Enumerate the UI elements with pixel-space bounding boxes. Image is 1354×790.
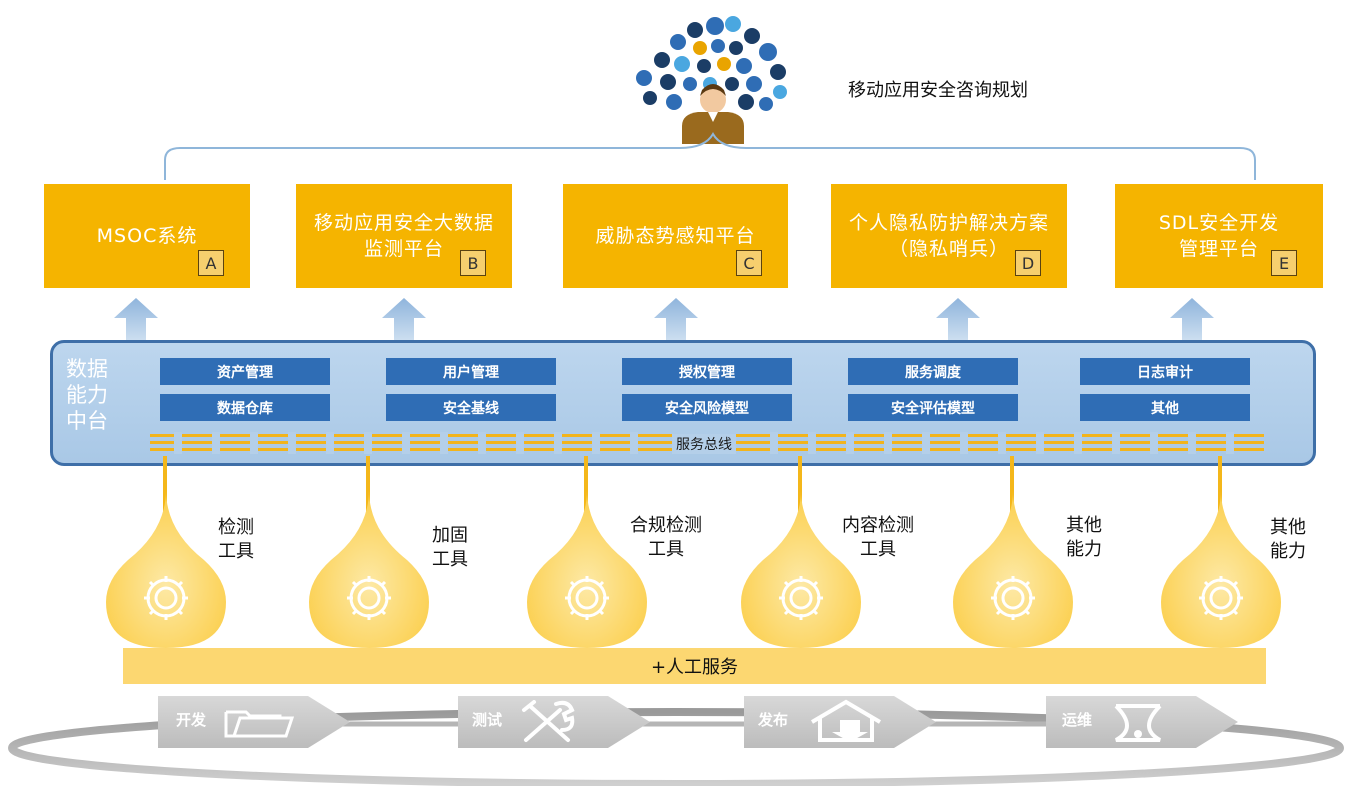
upload-icon [810, 699, 882, 742]
tool-connector [798, 456, 802, 512]
platform-letter: B [460, 250, 486, 276]
up-arrow-icon [382, 298, 426, 342]
phase-label: 测试 [472, 711, 503, 729]
gear-drop-icon [106, 490, 226, 648]
tool-connector [1010, 456, 1014, 512]
bracket-line [164, 132, 1256, 180]
capability-log-audit: 日志审计 [1080, 358, 1250, 385]
platform-threat-awareness: 威胁态势感知平台 C [563, 184, 788, 288]
gear-drop-icon [1161, 490, 1281, 648]
platform-letter: E [1271, 250, 1297, 276]
capability-assessment-model: 安全评估模型 [848, 394, 1018, 421]
platform-privacy: 个人隐私防护解决方案 （隐私哨兵） D [831, 184, 1067, 288]
phase-label: 开发 [176, 711, 207, 729]
maintenance-icon [1114, 704, 1162, 742]
capability-risk-model: 安全风险模型 [622, 394, 792, 421]
person-icon [682, 84, 744, 144]
service-bus-label: 服务总线 [672, 434, 736, 454]
platform-letter: A [198, 250, 224, 276]
app-icon-tree [636, 16, 787, 144]
capability-security-baseline: 安全基线 [386, 394, 556, 421]
lifecycle-ring [8, 708, 1344, 786]
gear-drop-icon [309, 490, 429, 648]
phase-ops [1046, 696, 1238, 748]
top-title: 移动应用安全咨询规划 [848, 80, 1028, 101]
capability-auth-mgmt: 授权管理 [622, 358, 792, 385]
capability-data-warehouse: 数据仓库 [160, 394, 330, 421]
gear-drop-icon [527, 490, 647, 648]
tool-connector [163, 456, 167, 512]
tool-label: 内容检测 工具 [842, 515, 914, 560]
platform-bigdata-monitor: 移动应用安全大数据 监测平台 B [296, 184, 512, 288]
gear-drop-icon [953, 490, 1073, 648]
phase-test [458, 696, 650, 748]
tool-label: 加固 工具 [432, 525, 468, 570]
gear-drop-icon [741, 490, 861, 648]
tool-label: 其他 能力 [1270, 517, 1306, 562]
platform-label: 威胁态势感知平台 [563, 184, 788, 288]
platform-sdl: SDL安全开发 管理平台 E [1115, 184, 1323, 288]
phase-label: 运维 [1062, 711, 1093, 729]
tool-connector [366, 456, 370, 512]
panel-title: 数据 能力 中台 [66, 357, 108, 433]
capability-other: 其他 [1080, 394, 1250, 421]
up-arrow-icon [654, 298, 698, 342]
platform-msoc: MSOC系统 A [44, 184, 250, 288]
up-arrow-icon [936, 298, 980, 342]
phase-dev [158, 696, 350, 748]
up-arrow-icon [114, 298, 158, 342]
tool-label: 合规检测 工具 [630, 515, 702, 560]
platform-letter: C [736, 250, 762, 276]
platform-label: 移动应用安全大数据 监测平台 [296, 184, 512, 288]
tools-icon [522, 700, 575, 742]
capability-user-mgmt: 用户管理 [386, 358, 556, 385]
tool-label: 其他 能力 [1066, 515, 1102, 560]
app-icons-cluster-icon [636, 16, 787, 111]
phase-label: 发布 [758, 711, 789, 729]
tool-label: 检测 工具 [218, 517, 254, 562]
platform-letter: D [1015, 250, 1041, 276]
folder-icon [224, 710, 294, 738]
manual-service-bar: +人工服务 [123, 648, 1266, 684]
up-arrow-icon [1170, 298, 1214, 342]
capability-asset-mgmt: 资产管理 [160, 358, 330, 385]
tool-connector [584, 456, 588, 512]
tool-connector [1218, 456, 1222, 512]
capability-service-dispatch: 服务调度 [848, 358, 1018, 385]
